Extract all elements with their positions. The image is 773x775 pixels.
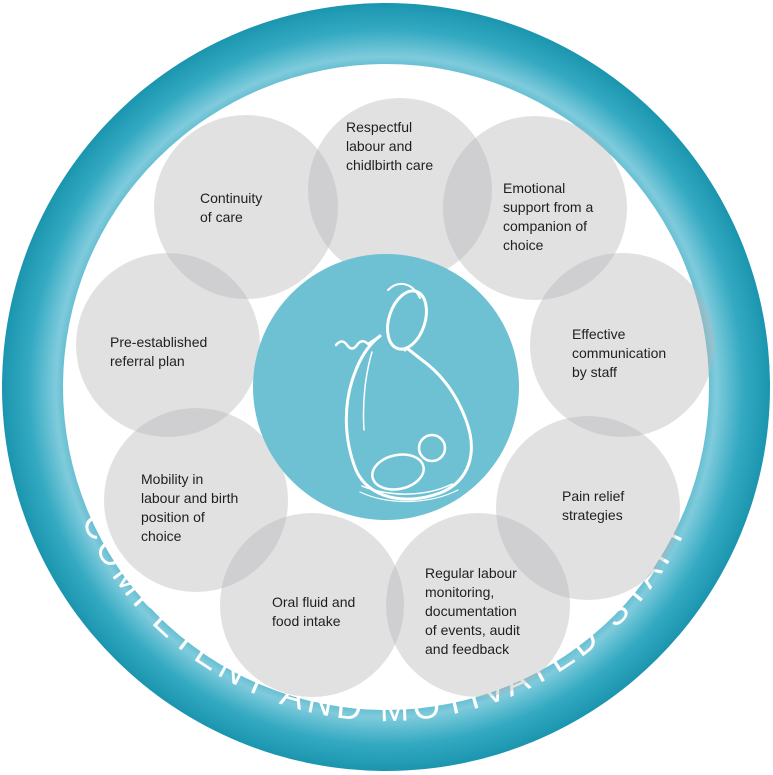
petals-group: [76, 98, 714, 697]
petal-pain-relief: [496, 416, 680, 600]
label-emotional-support: Emotional support from a companion of ch…: [503, 180, 594, 253]
petal-emotional-support: [443, 116, 627, 300]
center-disc: [253, 254, 519, 520]
label-respectful-care: Respectful labour and chidlbirth care: [346, 119, 434, 173]
label-referral-plan: Pre-established referral plan: [110, 334, 208, 369]
petal-referral-plan: [76, 253, 260, 437]
petal-mobility: [104, 408, 288, 592]
petal-respectful-care: [308, 98, 492, 282]
label-effective-communication: Effective communication by staff: [572, 326, 667, 380]
label-pain-relief: Pain relief strategies: [562, 488, 625, 523]
petal-oral-fluid: [220, 513, 404, 697]
petal-effective-communication: [530, 253, 714, 437]
label-oral-fluid: Oral fluid and food intake: [272, 594, 356, 629]
pregnant-woman-icon: [334, 282, 473, 503]
petal-continuity: [154, 115, 338, 299]
petal-labour-monitoring: [386, 513, 570, 697]
label-mobility: Mobility in labour and birth position of…: [141, 471, 239, 544]
label-labour-monitoring: Regular labour monitoring, documentation…: [425, 565, 520, 657]
label-continuity: Continuity of care: [200, 190, 263, 225]
